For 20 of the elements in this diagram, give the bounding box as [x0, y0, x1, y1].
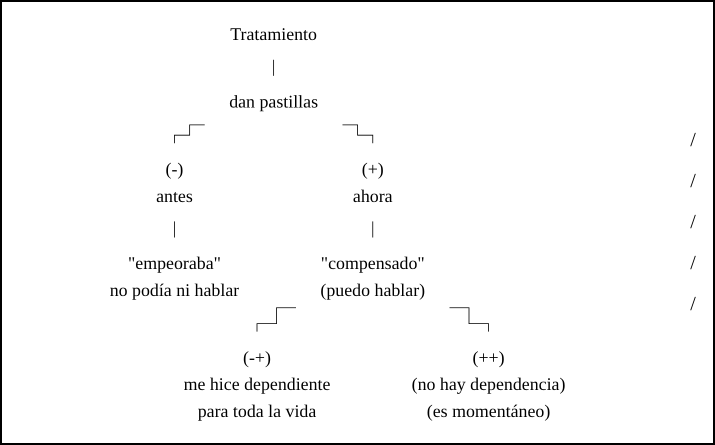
slash-mark: /: [690, 293, 696, 316]
connector: [174, 124, 206, 144]
slash-mark: /: [690, 129, 696, 152]
node-text: (-) antes: [156, 158, 193, 206]
connector: [273, 59, 274, 76]
node-text: "empeoraba" no podía ni hablar: [110, 252, 240, 300]
node-text: Tratamiento: [230, 24, 317, 44]
connector: [174, 220, 175, 238]
connector: [256, 307, 296, 332]
node-text: (++) (no hay dependencia) (es momentáneo): [412, 347, 566, 422]
connector: [372, 220, 374, 238]
node-text: (+) ahora: [352, 158, 393, 206]
node-text: (-+) me hice dependiente para toda la vida: [184, 347, 330, 422]
slash-mark: /: [690, 252, 696, 275]
node-text: "compensado" (puedo hablar): [320, 252, 426, 300]
connector: [449, 307, 489, 332]
node-text: dan pastillas: [229, 91, 318, 112]
slash-mark: /: [690, 211, 696, 234]
connector: [342, 124, 374, 144]
slash-mark: /: [690, 170, 696, 193]
